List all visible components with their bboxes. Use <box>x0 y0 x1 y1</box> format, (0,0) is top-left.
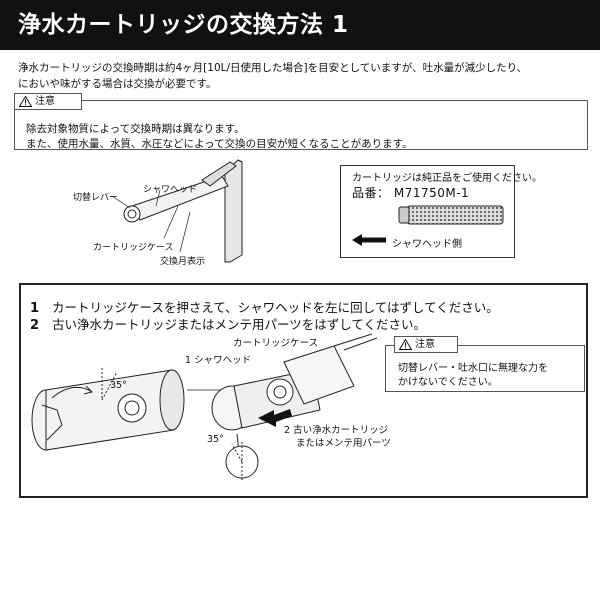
intro-line-1: 浄水カートリッジの交換時期は約4ヶ月[10L/日使用した場合]を目安としています… <box>18 62 528 74</box>
step-2-text: 古い浄水カートリッジまたはメンテ用パーツをはずしてください。 <box>52 317 427 332</box>
steps-box <box>19 283 588 498</box>
warning-icon <box>19 96 32 107</box>
page-title: 浄水カートリッジの交換方法 1 <box>0 0 600 50</box>
caution-label: 注意 <box>35 96 55 107</box>
cartridge-info-box <box>340 165 515 258</box>
caution2-text: 切替レバー・吐水口に無理な力を かけないでください。 <box>398 362 548 390</box>
label-lever: 切替レバー <box>73 193 119 203</box>
label-month-display: 交換月表示 <box>160 257 206 267</box>
faucet-illustration <box>111 159 243 263</box>
caution2-box <box>385 345 585 392</box>
step-2: 2 古い浄水カートリッジまたはメンテ用パーツをはずしてください。 <box>30 314 426 333</box>
step-1: 1 カートリッジケースを押さえて、シャワヘッドを左に回してはずしてください。 <box>30 297 499 316</box>
cartridge-info-line: カートリッジは純正品をご使用ください。 <box>352 173 542 184</box>
illus-step2-line-2: またはメンテ用パーツ <box>296 438 391 449</box>
illus-label-cartridge-case: カートリッジケース <box>233 338 319 349</box>
illus-label-shower-head: 1 シャワヘッド <box>185 355 252 366</box>
caution-box <box>14 100 588 150</box>
caution-text: 除去対象物質によって交換時期は異なります。 また、使用水量、水質、水圧などによっ… <box>26 122 586 152</box>
step-1-text: カートリッジケースを押さえて、シャワヘッドを左に回してはずしてください。 <box>52 300 499 315</box>
step-1-number: 1 <box>30 301 40 316</box>
caution2-label: 注意 <box>415 339 435 350</box>
intro-text: 浄水カートリッジの交換時期は約4ヶ月[10L/日使用した場合]を目安としています… <box>18 60 588 92</box>
illus-label-step2: 2 古い浄水カートリッジ またはメンテ用パーツ <box>284 424 391 450</box>
cartridge-info-text: カートリッジは純正品をご使用ください。 品番： M71750M-1 <box>352 172 542 200</box>
angle-label-1: 35° <box>110 380 127 391</box>
model-prefix: 品番： <box>352 186 390 200</box>
label-cartridge-case: カートリッジケース <box>93 243 174 253</box>
warning-icon <box>399 339 412 350</box>
caution-line-2: また、使用水量、水質、水圧などによって交換の目安が短くなることがあります。 <box>26 138 413 150</box>
caution2-tab: 注意 <box>394 336 458 353</box>
arrow-left-icon <box>352 234 386 246</box>
step-2-number: 2 <box>30 318 40 333</box>
caution-line-1: 除去対象物質によって交換時期は異なります。 <box>26 123 245 135</box>
illus-step2-line-1: 2 古い浄水カートリッジ <box>284 425 389 436</box>
caution-tab: 注意 <box>14 93 82 110</box>
removal-illustration <box>31 333 378 481</box>
shower-head-side-label: シャワヘッド側 <box>392 239 462 250</box>
caution2-line-1: 切替レバー・吐水口に無理な力を <box>398 363 548 374</box>
intro-line-2: においや味がする場合は交換が必要です。 <box>18 78 217 90</box>
angle-label-2: 35° <box>207 434 224 445</box>
model-code: M71750M-1 <box>393 186 470 200</box>
caution2-line-2: かけないでください。 <box>398 377 498 388</box>
model-number: 品番： M71750M-1 <box>352 186 542 200</box>
label-shower-head: シャワヘッド <box>143 185 198 195</box>
cartridge-image <box>398 205 504 225</box>
